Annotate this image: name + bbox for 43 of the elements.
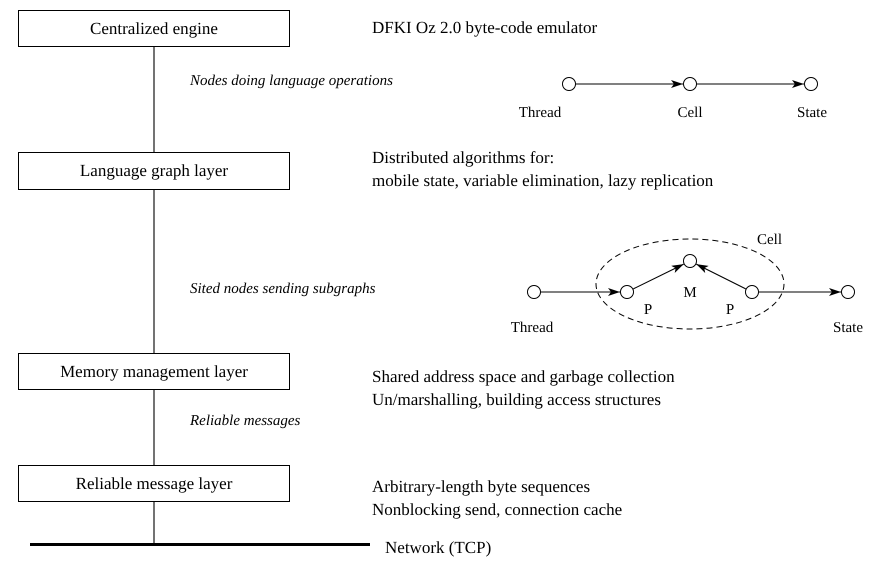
circle-node [683, 254, 697, 268]
node-label: State [797, 104, 827, 123]
arrow [759, 288, 841, 296]
connector-line [153, 502, 155, 543]
node-label: Cell [678, 104, 702, 123]
circle-node [562, 77, 576, 91]
circle-node [620, 285, 634, 299]
description-text: Shared address space and garbage collection [372, 366, 675, 387]
arrow [696, 264, 746, 290]
circle-node [841, 285, 855, 299]
circle-node [683, 77, 697, 91]
circle-node [804, 77, 818, 91]
arrow [541, 288, 620, 296]
layer-box: Language graph layer [18, 152, 290, 190]
network-bar [30, 543, 370, 546]
layer-box: Reliable message layer [18, 465, 290, 502]
node-label: P [644, 301, 652, 320]
description-text: Nonblocking send, connection cache [372, 499, 622, 520]
circle-node [745, 285, 759, 299]
node-label: Thread [510, 319, 554, 338]
node-label: State [833, 319, 863, 338]
connector-line [153, 47, 155, 152]
circle-node [527, 285, 541, 299]
description-text: Arbitrary-length byte sequences [372, 476, 590, 497]
arrow [697, 80, 804, 88]
connector-line [153, 390, 155, 465]
group-label: Cell [757, 232, 782, 249]
arrow [633, 264, 684, 290]
description-text: DFKI Oz 2.0 byte-code emulator [372, 17, 598, 38]
arrow [576, 80, 683, 88]
edge-label: Nodes doing language operations [190, 73, 393, 90]
connector-line [153, 190, 155, 353]
description-text: Distributed algorithms for: [372, 147, 554, 168]
node-label: Thread [518, 104, 562, 123]
edge-label: Reliable messages [190, 413, 300, 430]
edge-label: Sited nodes sending subgraphs [190, 281, 376, 298]
node-label: M [683, 284, 697, 303]
description-text: Network (TCP) [385, 537, 492, 558]
layer-box: Memory management layer [18, 353, 290, 390]
description-text: mobile state, variable elimination, lazy replication [372, 170, 714, 191]
description-text: Un/marshalling, building access structures [372, 389, 661, 410]
node-label: P [726, 301, 734, 320]
layer-box: Centralized engine [18, 10, 290, 47]
